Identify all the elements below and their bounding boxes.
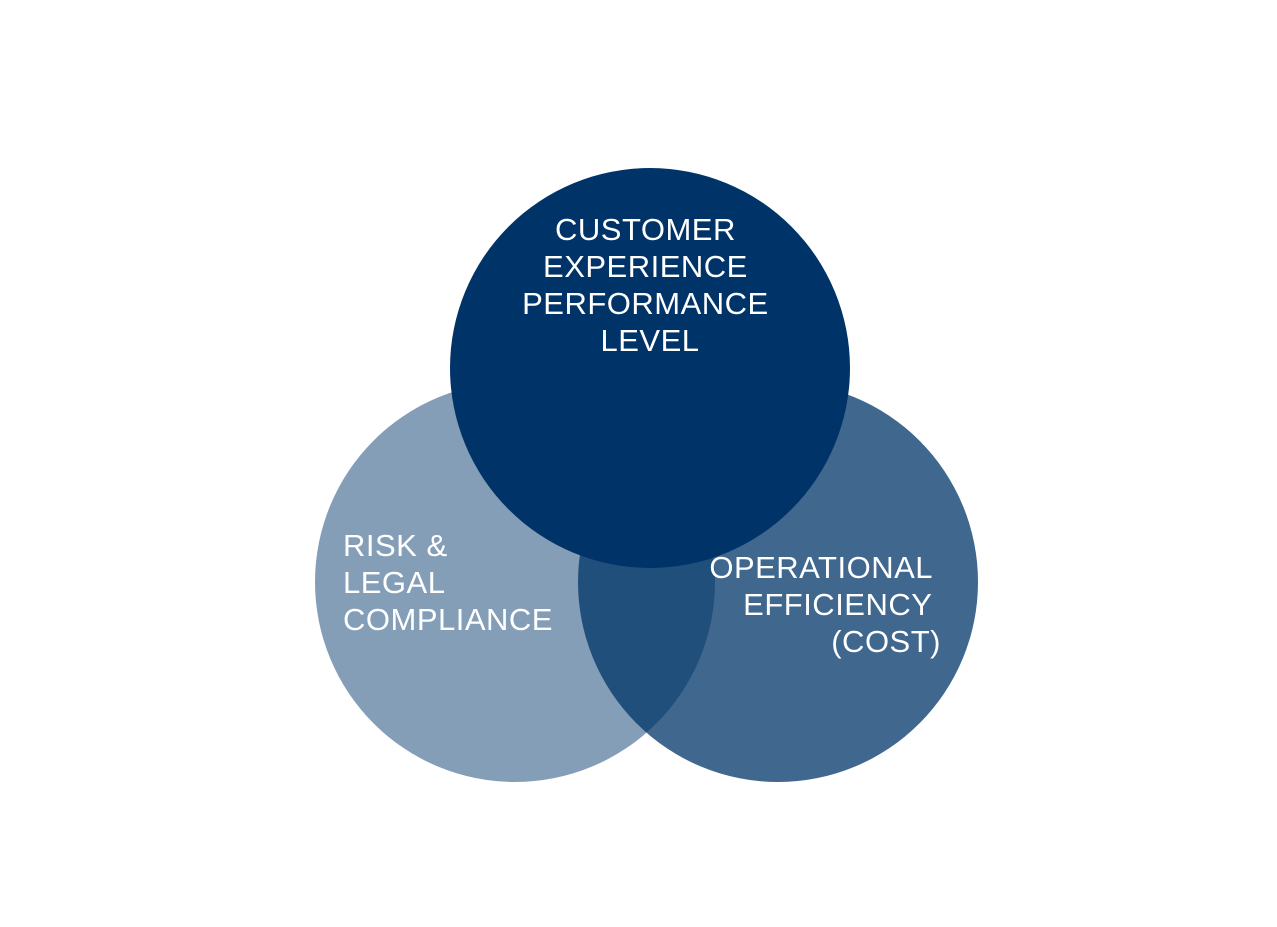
- operational-efficiency-circle: [578, 382, 978, 782]
- risk-label-line-2: LEGAL: [343, 565, 445, 600]
- operational-label-line-3: (COST): [831, 624, 941, 659]
- risk-label-line-1: RISK &: [343, 528, 448, 563]
- customer-experience-label: CUSTOMER EXPERIENCE PERFORMANCE LEVEL: [522, 212, 778, 358]
- operational-label-line-1: OPERATIONAL: [709, 550, 932, 585]
- customer-label-line-1: CUSTOMER: [555, 212, 736, 247]
- customer-label-line-3: PERFORMANCE: [522, 286, 769, 321]
- customer-label-line-2: EXPERIENCE: [543, 249, 748, 284]
- risk-compliance-label: RISK & LEGAL COMPLIANCE: [343, 528, 553, 637]
- operational-efficiency-label: OPERATIONAL EFFICIENCY (COST): [709, 550, 941, 659]
- operational-label-line-2: EFFICIENCY: [743, 587, 932, 622]
- customer-label-line-4: LEVEL: [600, 323, 699, 358]
- risk-label-line-3: COMPLIANCE: [343, 602, 553, 637]
